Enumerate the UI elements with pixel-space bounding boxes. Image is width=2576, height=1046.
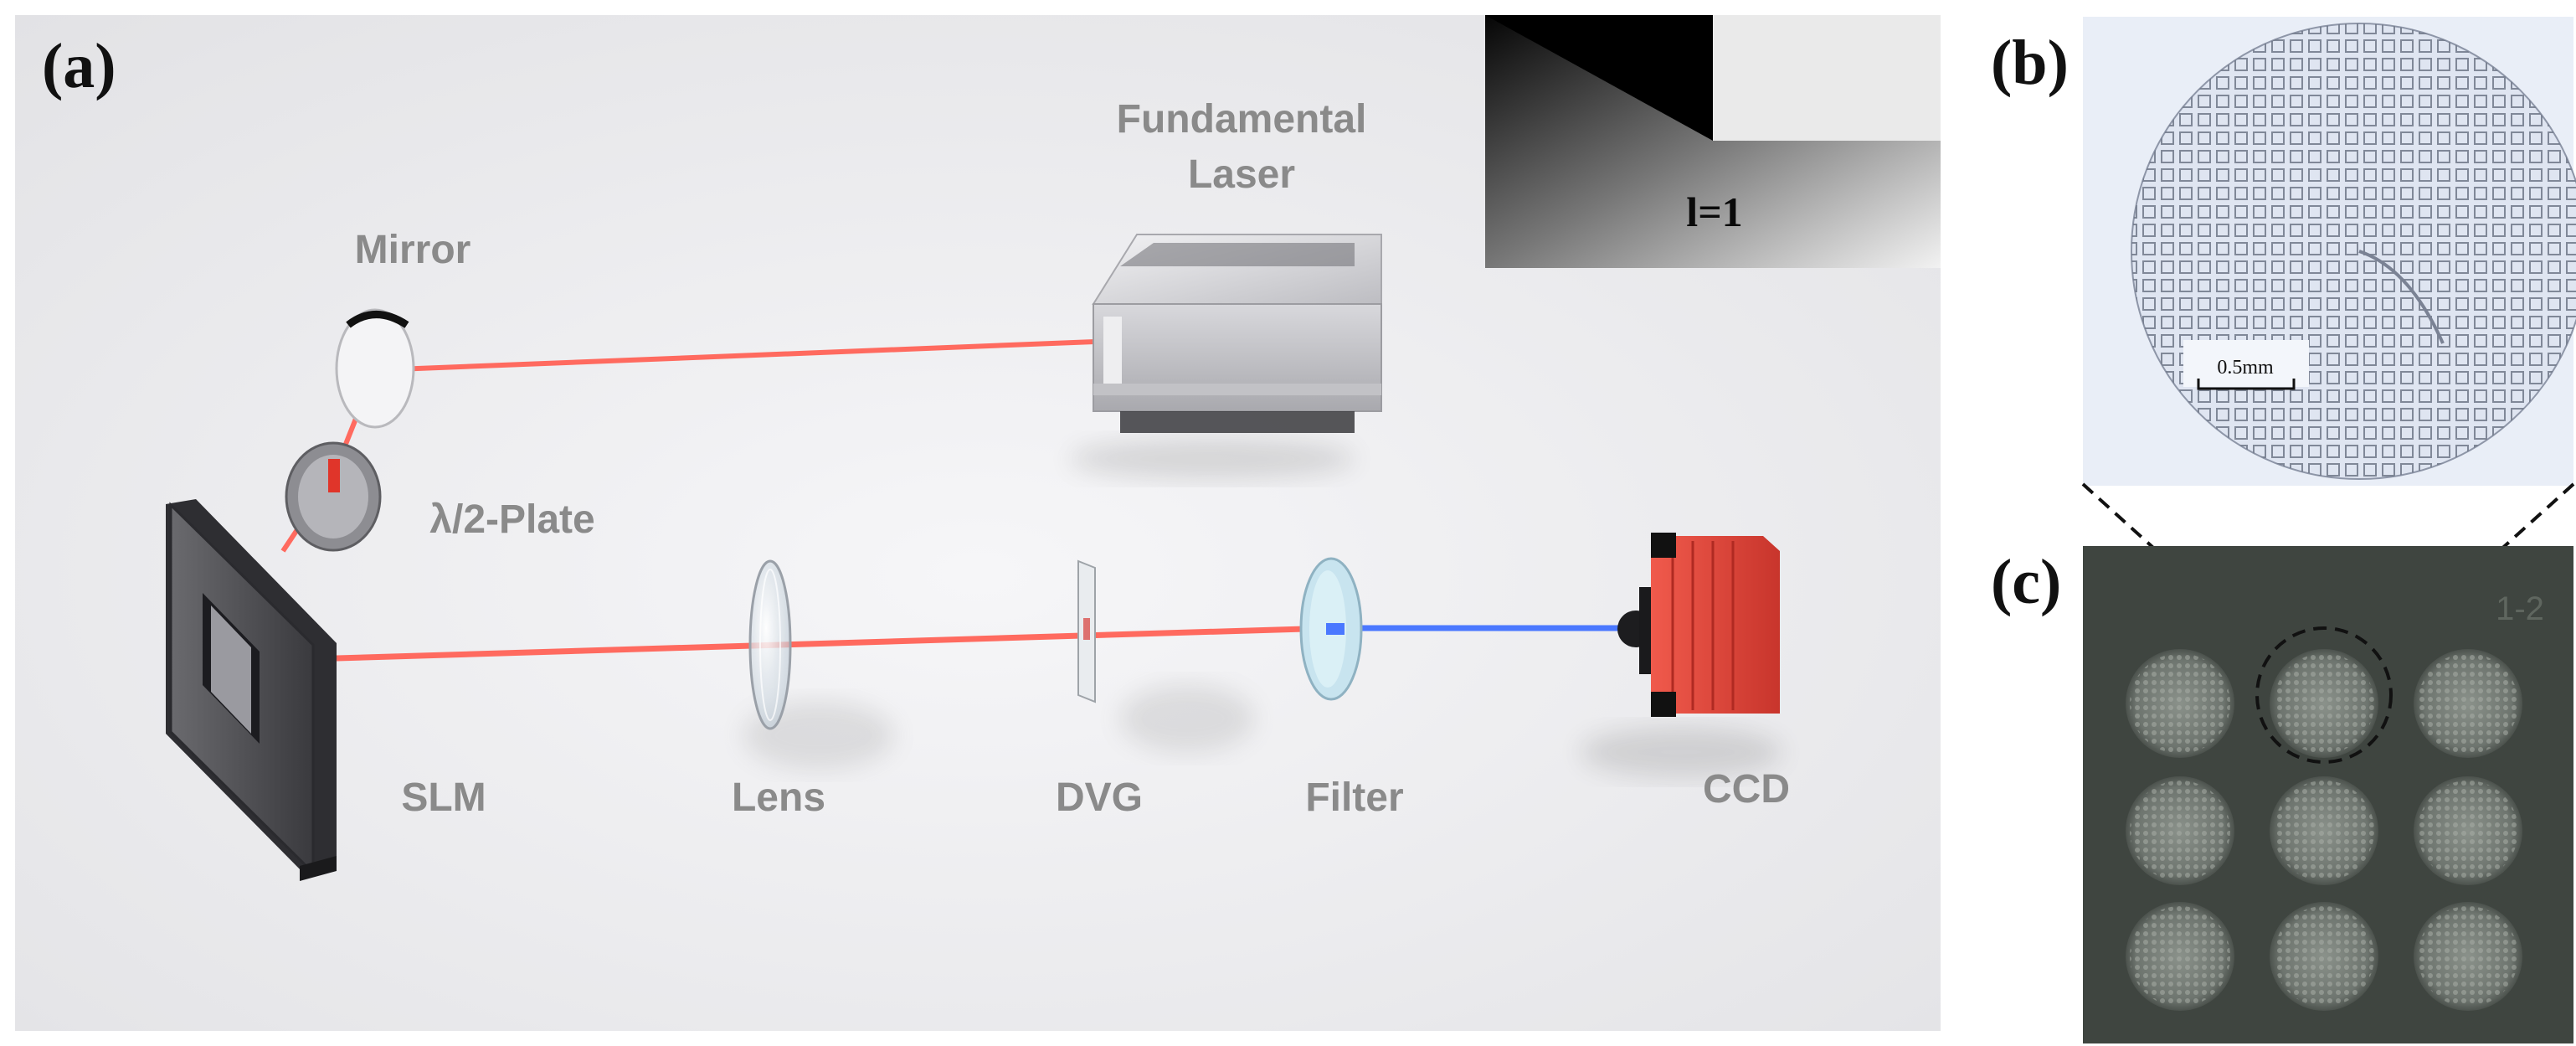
label-half-wave-plate: λ/2-Plate xyxy=(429,497,594,542)
label-fundamental-laser-line1: Fundamental xyxy=(1117,97,1367,142)
beam-slm-to-filter xyxy=(336,625,1332,662)
panel-b-tag: (b) xyxy=(1991,28,2069,98)
label-mirror: Mirror xyxy=(355,228,471,272)
spatial-light-modulator xyxy=(166,499,337,881)
panel-b-micrograph: (b) 0.5mm xyxy=(1974,0,2576,536)
beam-path xyxy=(280,339,1627,662)
panel-a-tag: (a) xyxy=(42,31,116,101)
label-lens: Lens xyxy=(732,775,825,820)
mirror xyxy=(335,308,415,429)
panel-c-sample: (c) 1-2 xyxy=(1974,528,2576,1046)
fundamental-laser xyxy=(1092,234,1382,433)
panel-a-setup: l=1 Fundamental Laser Mirror λ/2-Plate S… xyxy=(15,15,1941,1031)
half-wave-plate xyxy=(285,441,382,552)
scale-bar xyxy=(2197,379,2296,390)
ccd-camera xyxy=(1617,533,1780,717)
lens xyxy=(748,559,792,730)
fork-dislocation xyxy=(2358,250,2445,344)
label-filter: Filter xyxy=(1305,775,1403,820)
dvg xyxy=(1077,559,1096,703)
scale-bar-label: 0.5mm xyxy=(2217,357,2274,379)
panel-c-tag: (c) xyxy=(1991,547,2061,617)
grating-pattern xyxy=(2131,23,2576,479)
beam-laser-to-mirror xyxy=(374,339,1096,373)
label-fundamental-laser-line2: Laser xyxy=(1188,152,1295,197)
grating-spots xyxy=(2126,649,2522,1011)
filter xyxy=(1299,557,1363,701)
label-slm: SLM xyxy=(401,775,486,820)
label-dvg: DVG xyxy=(1056,775,1143,820)
inset-label: l=1 xyxy=(1686,188,1742,235)
zoom-circle xyxy=(2255,626,2393,764)
sample-label: 1-2 xyxy=(2496,590,2544,627)
phase-inset: l=1 xyxy=(1485,15,1941,268)
scale-bar-backdrop xyxy=(2183,340,2309,387)
label-ccd: CCD xyxy=(1703,767,1790,812)
floor-shadows xyxy=(743,439,1782,777)
